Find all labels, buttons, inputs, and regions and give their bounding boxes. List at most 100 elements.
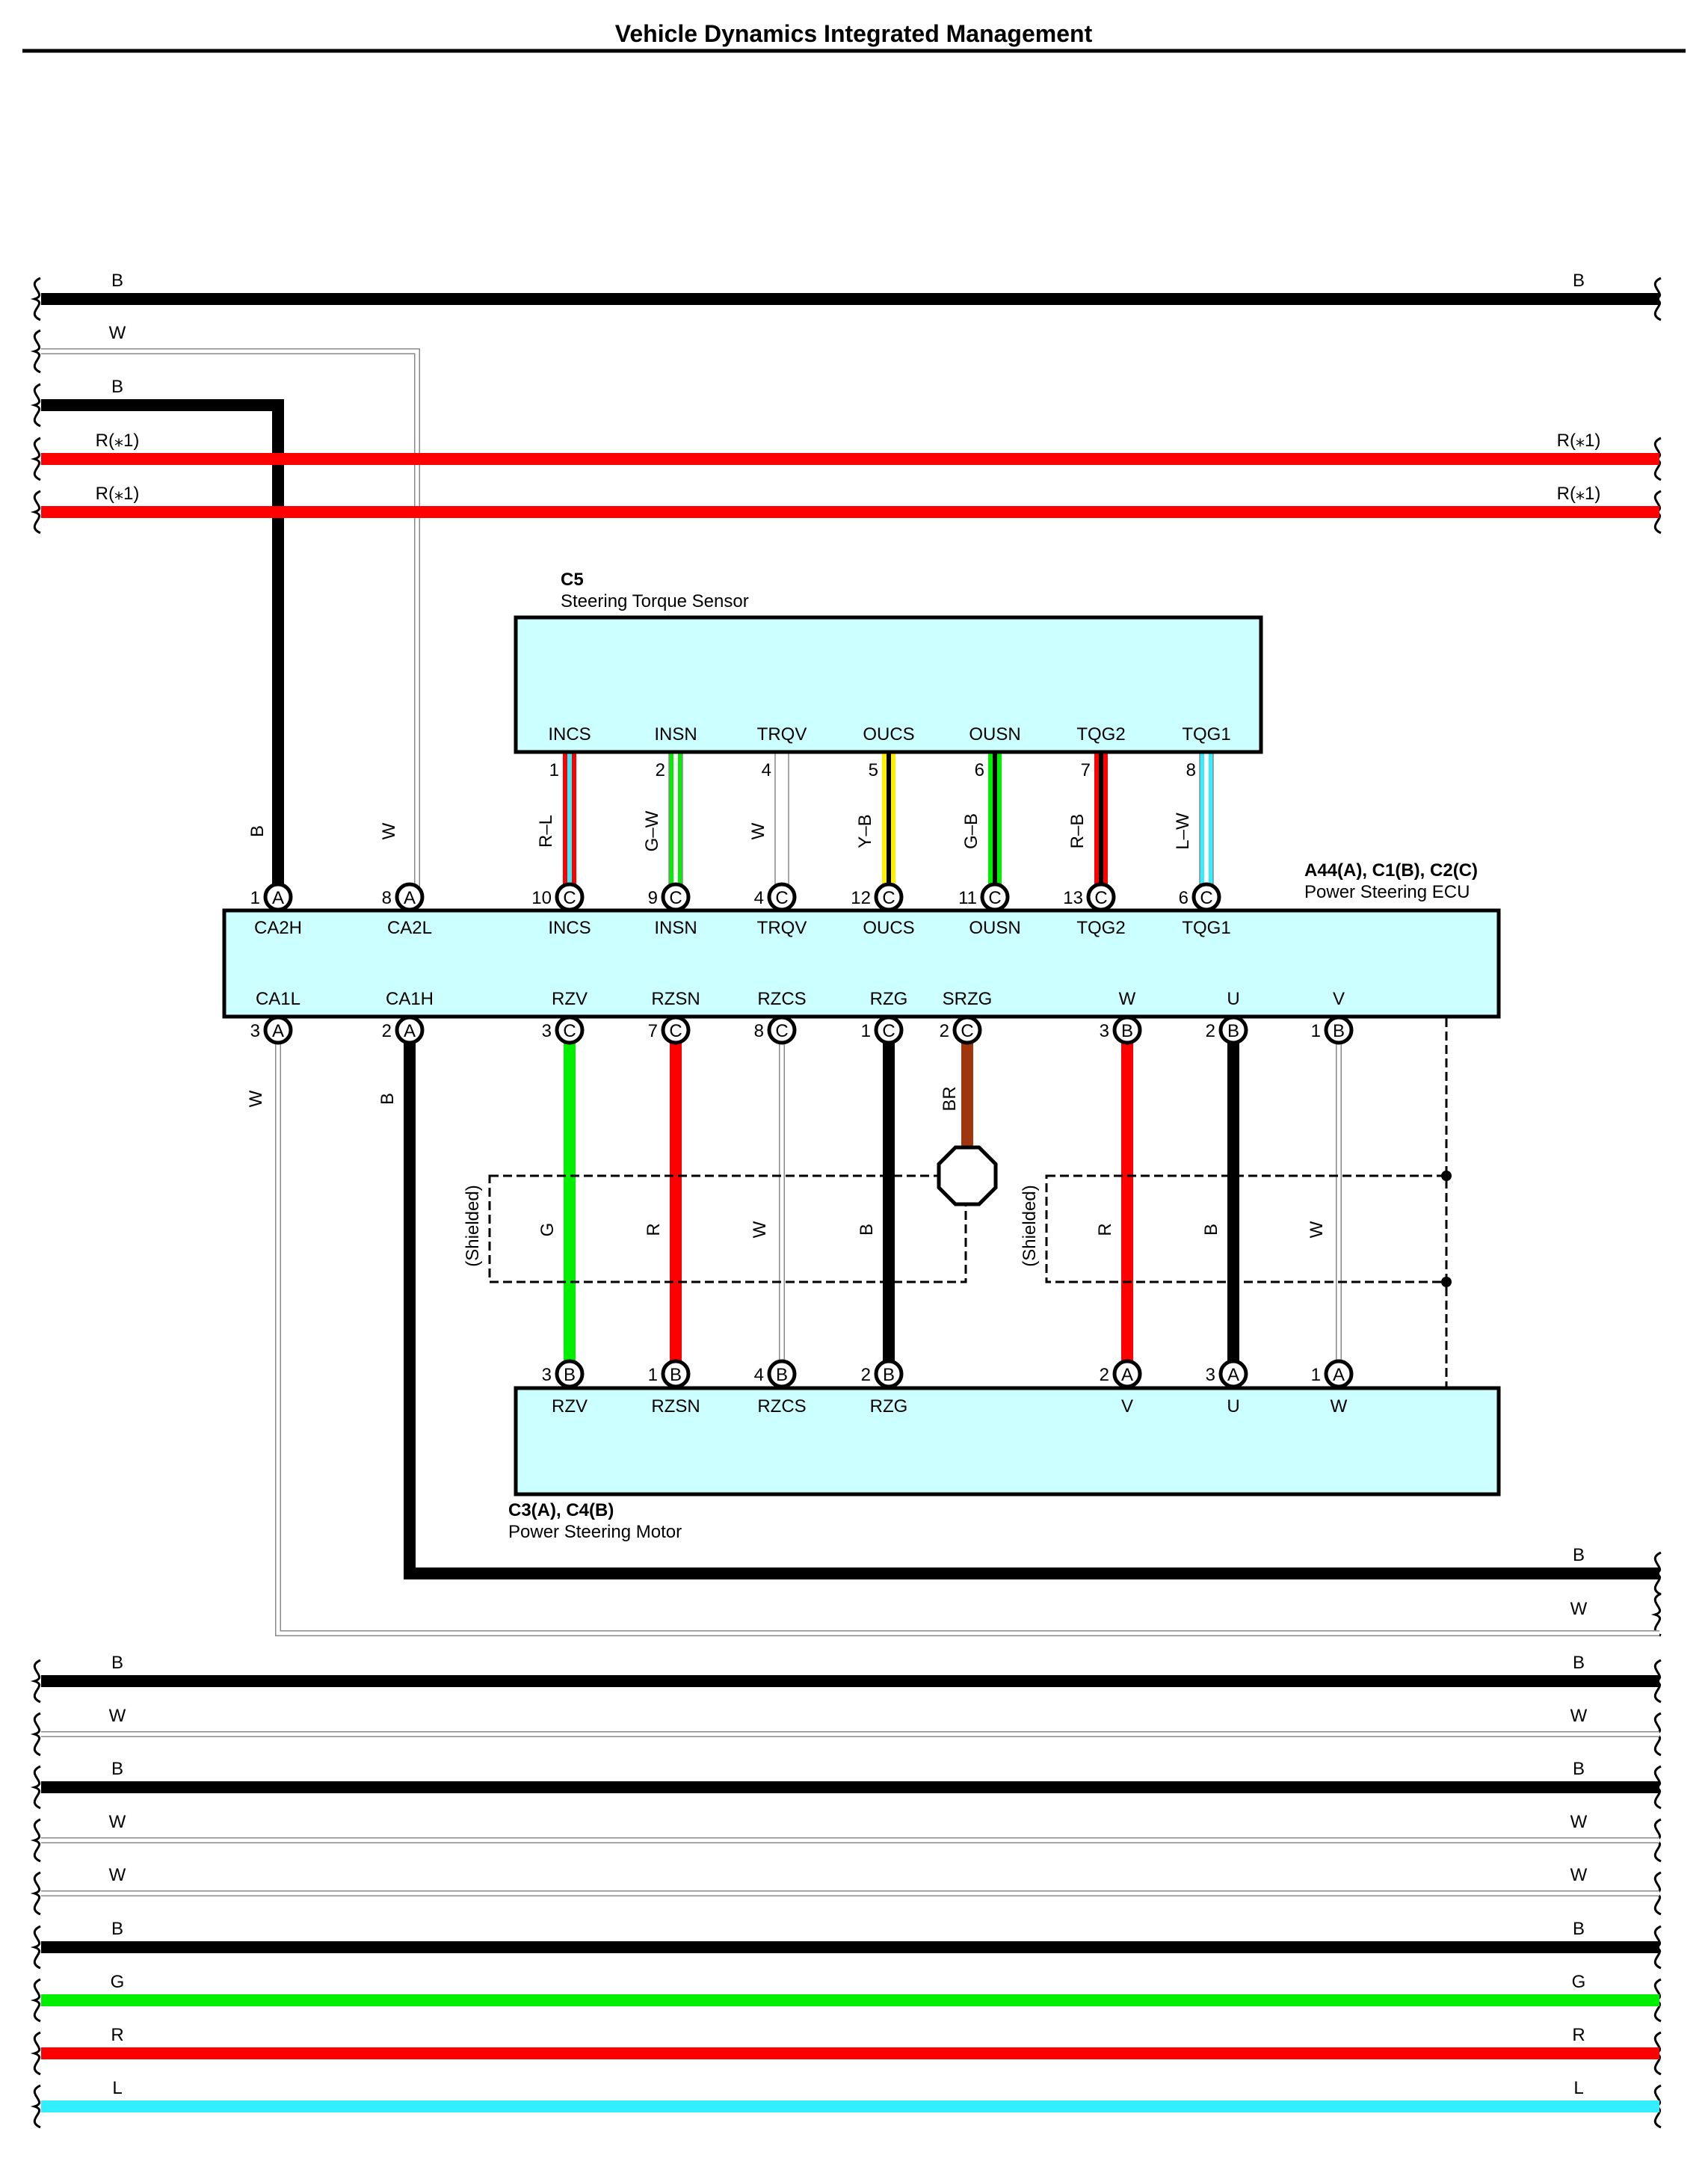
bus-brace-top-left-3 — [30, 437, 41, 481]
wire-color-label-tqg2: R–B — [1067, 814, 1088, 849]
bottom-bus-left-label-0: B — [111, 1653, 123, 1673]
shielded-label-left: (Shielded) — [463, 1185, 483, 1266]
shield-box-left — [488, 1174, 967, 1283]
ecu-box — [222, 908, 1501, 1019]
bus-brace-mid-right-w — [1650, 1592, 1662, 1637]
ecu-pin-bottom-rzsn-number: 7 — [648, 1021, 658, 1041]
ecu-terminal-rzcs: RZCS — [757, 989, 806, 1009]
ecu-pin-bottom-u — [1218, 1015, 1248, 1045]
shielded-label-right: (Shielded) — [1020, 1185, 1040, 1266]
bus-brace-top-left-2 — [30, 383, 41, 428]
wire-ca2l-w — [41, 349, 419, 890]
torque-sensor-pin-8: 8 — [1186, 760, 1196, 780]
ecu-terminal-ca1l: CA1L — [256, 989, 300, 1009]
bottom-bus-right-label-5: B — [1573, 1919, 1585, 1939]
ecu-terminal-rzsn: RZSN — [651, 989, 700, 1009]
ecu-terminal-v: V — [1333, 989, 1345, 1009]
top-bus-left-label-0: B — [111, 271, 123, 291]
wire-label-rzv: G — [537, 1223, 558, 1237]
motor-pin-rzv — [555, 1359, 585, 1389]
ecu-name: Power Steering ECU — [1304, 882, 1470, 902]
motor-terminal-w: W — [1331, 1396, 1348, 1417]
ecu-pin-trqv-letter: C — [775, 888, 788, 908]
motor-pin-rzv-letter: B — [564, 1365, 576, 1385]
wire-label-ca1l: W — [246, 1090, 266, 1107]
top-bus-right-label-4: R(⁎1) — [1557, 484, 1601, 504]
ecu-pin-tqg2-number: 13 — [1063, 888, 1083, 908]
wire-torque-trqv-stripe — [780, 752, 784, 884]
wire-color-label-trqv: W — [748, 822, 768, 839]
bus-brace-top-left-0 — [30, 277, 41, 321]
motor-pin-u-number: 3 — [1206, 1365, 1215, 1385]
bottom-bus-left-label-2: B — [111, 1759, 123, 1779]
ecu-pin-ousn — [980, 882, 1010, 912]
ecu-pin-tqg1 — [1191, 882, 1221, 912]
torque-sensor-pin-2: 2 — [656, 760, 665, 780]
top-bus-left-label-4: R(⁎1) — [96, 484, 140, 504]
motor-pin-rzcs-number: 4 — [754, 1365, 764, 1385]
bus-brace-top-left-4 — [30, 490, 41, 534]
wire-label-ca1h: B — [377, 1093, 398, 1105]
component-boxes — [222, 615, 1501, 1496]
ecu-pin-bottom-rzsn-letter: C — [669, 1021, 682, 1041]
shield-drain-icon — [937, 1145, 998, 1206]
bus-brace-bottom-left-7 — [30, 2031, 41, 2076]
ecu-terminal-u: U — [1227, 989, 1239, 1009]
ecu-pin-insn — [661, 882, 691, 912]
ecu-pin-insn-number: 9 — [648, 888, 658, 908]
ecu-pin-incs-number: 10 — [531, 888, 552, 908]
ecu-pin-bottom-rzv-number: 3 — [542, 1021, 552, 1041]
ecu-pin-bottom-u-letter: B — [1227, 1021, 1239, 1041]
title-group: Vehicle Dynamics Integrated Management — [22, 20, 1686, 53]
bottom-bus-right-label-2: B — [1573, 1759, 1585, 1779]
torque-sensor-terminal-trqv: TRQV — [757, 724, 807, 745]
ecu-pin-bottom-rzcs-number: 8 — [754, 1021, 764, 1041]
motor-pin-w-number: 1 — [1311, 1365, 1321, 1385]
torque-sensor-code: C5 — [561, 570, 584, 590]
wire-label-rzcs: W — [750, 1221, 770, 1238]
wire-ca2h-b — [41, 399, 284, 890]
torque-sensor-pin-1: 1 — [549, 760, 559, 780]
ecu-pin-bottom-w — [1112, 1015, 1142, 1045]
torque-sensor-terminal-ousn: OUSN — [969, 724, 1020, 745]
torque-sensor-terminal-tqg1: TQG1 — [1182, 724, 1230, 745]
torque-sensor-pin-4: 4 — [762, 760, 771, 780]
ecu-pin-ca2h — [263, 882, 293, 912]
wire-label-w: R — [1095, 1223, 1115, 1236]
torque-sensor-box — [514, 615, 1263, 754]
bottom-bus-left-label-4: W — [109, 1865, 126, 1885]
wires — [41, 293, 1659, 2112]
bus-brace-bottom-left-1 — [30, 1712, 41, 1757]
top-bus-right-label-3: R(⁎1) — [1557, 431, 1601, 451]
ecu-terminal-top-tqg1: TQG1 — [1182, 918, 1230, 938]
bottom-bus-right-label-1: W — [1570, 1706, 1588, 1726]
wire-label-srzg: BR — [940, 1086, 960, 1111]
motor-name: Power Steering Motor — [508, 1522, 682, 1542]
ecu-pin-ca1h — [395, 1015, 425, 1045]
ecu-pin-ca2l-number: 8 — [382, 888, 392, 908]
bottom-bus-left-label-6: G — [111, 1972, 125, 1992]
ecu-pin-bottom-u-number: 2 — [1206, 1021, 1215, 1041]
ecu-terminal-top-ousn: OUSN — [969, 918, 1020, 938]
ecu-pin-ca2h-number: 1 — [250, 888, 260, 908]
bottom-bus-left-label-7: R — [111, 2025, 123, 2045]
ecu-pin-tqg2 — [1086, 882, 1116, 912]
bottom-bus-left-label-5: B — [111, 1919, 123, 1939]
ecu-pin-oucs-letter: C — [882, 888, 895, 908]
wire-color-label-ousn: G–B — [961, 813, 981, 849]
wire-color-label-insn: G–W — [642, 810, 662, 851]
ecu-pin-bottom-rzg-number: 1 — [861, 1021, 871, 1041]
motor-pin-rzg — [874, 1359, 904, 1389]
bottom-bus-right-label-7: R — [1572, 2025, 1585, 2045]
ecu-pin-ousn-number: 11 — [958, 888, 977, 908]
ecu-terminal-top-incs: INCS — [548, 918, 591, 938]
motor-pin-w — [1324, 1359, 1354, 1389]
labels: C5 Steering Torque Sensor A44(A), C1(B),… — [96, 271, 1601, 2098]
motor-box — [514, 1386, 1501, 1496]
ecu-terminal-ca2l: CA2L — [387, 918, 432, 938]
motor-code: C3(A), C4(B) — [508, 1500, 614, 1520]
bottom-bus-right-label-8: L — [1573, 2078, 1583, 2098]
wire-torque-tqg2-stripe — [1099, 752, 1103, 884]
wire-label-u: B — [1201, 1224, 1221, 1236]
top-bus-left-label-1: W — [109, 323, 126, 343]
